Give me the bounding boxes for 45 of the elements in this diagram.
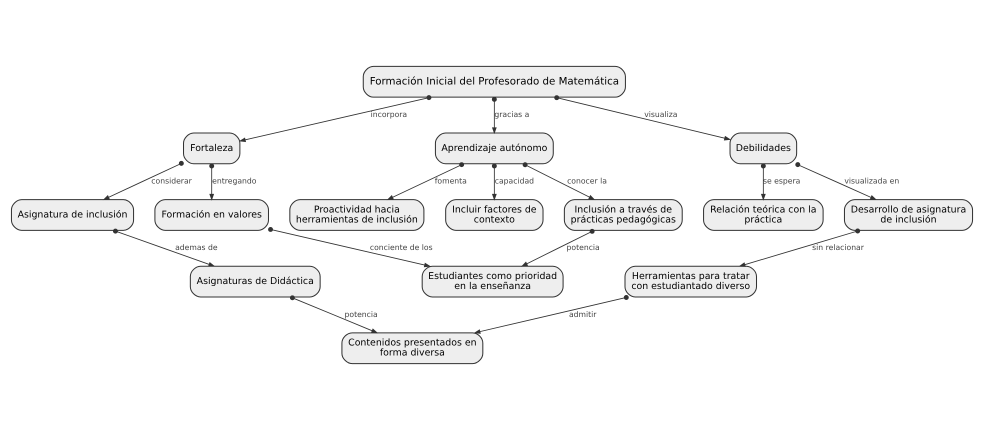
arrow [760,163,766,200]
edge-label: potencia [566,242,600,252]
arrow [474,294,629,334]
edge-label: visualiza [644,109,678,118]
node-box: Asignaturas de Didáctica [190,265,321,297]
arrow [522,162,596,200]
edge-label: admitir [568,309,596,318]
edge-label: entregando [212,176,256,186]
arrow [520,228,595,266]
edge-label: capacidad [494,176,534,186]
edge-label: potencia [344,309,378,318]
arrow [554,94,732,140]
edge-label: considerar [151,176,192,186]
node-box: Herramientas para tratar con estudiantado diverso [624,265,758,297]
node-box: Formación Inicial del Profesorado de Matemática [362,65,626,98]
node-box: Incluir factores de contexto [445,198,544,230]
node-box: Inclusión a través de prácticas pedagógicas [564,198,683,230]
edge-label: conocer la [567,176,607,186]
node-box: Estudiantes como prioridad en la enseñanza [422,265,564,297]
node-box: Relación teórica con la práctica [703,198,824,230]
edge-label: ademas de [175,242,218,252]
arrow [386,162,464,200]
arrow [209,163,214,200]
node-box: Formación en valores [154,198,269,230]
arrow [795,162,877,200]
node-box: Proactividad hacia herramientas de inclusión [289,198,424,230]
node-box: Desarrollo de asignatura de inclusión [844,198,974,230]
arrow [112,228,216,266]
arrow [492,96,497,134]
node-box: Contenidos presentados en forma diversa [341,332,484,364]
arrow [738,228,860,266]
edge-label: sin relacionar [812,242,864,252]
edge-label: incorpora [370,109,408,118]
arrow [268,226,432,267]
arrow [102,160,184,200]
arrow [492,163,497,200]
node-box: Aprendizaje autónomo [434,132,554,164]
node-box: Fortaleza [183,132,240,164]
arrow [290,294,378,333]
arrow [238,94,432,142]
node-box: Asignatura de inclusión [10,198,134,230]
edge-label: fomenta [434,176,467,186]
edge-label: conciente de los [370,242,433,252]
edge-label: visualizada en [844,176,900,186]
node-box: Debilidades [730,132,798,164]
